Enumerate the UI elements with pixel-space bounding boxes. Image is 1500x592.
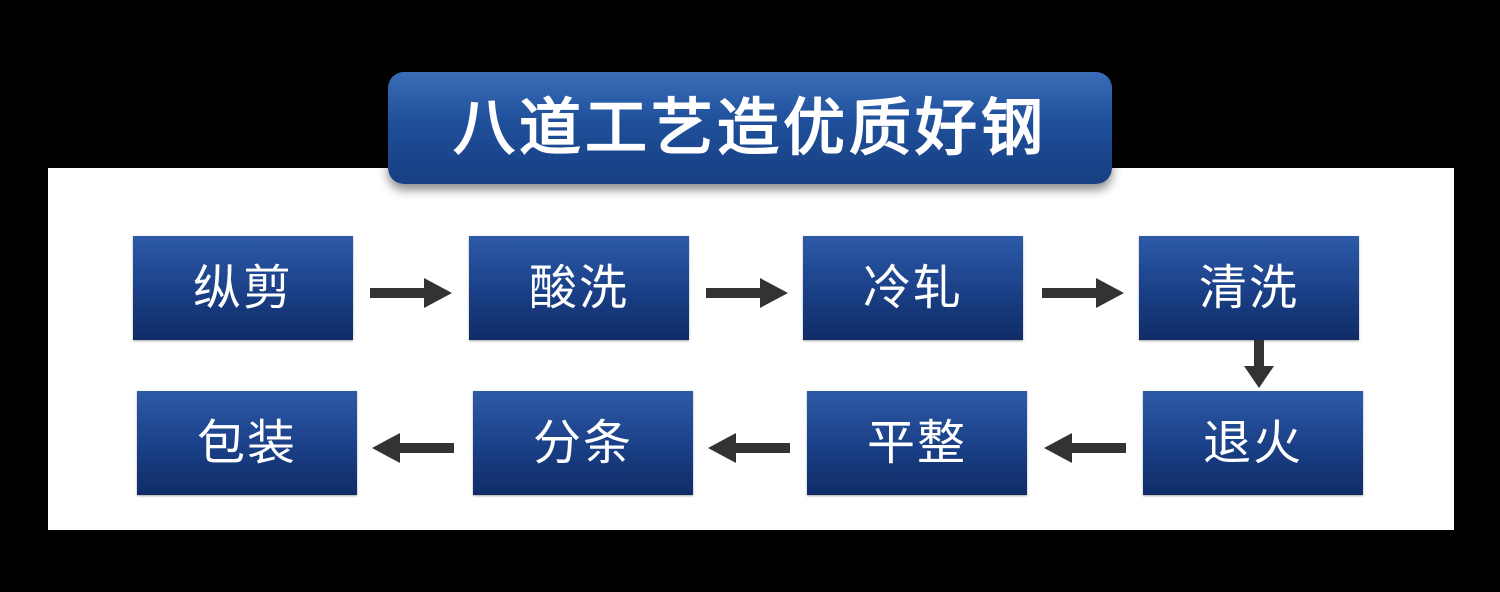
arrow-left-icon (708, 433, 790, 463)
arrow-right-icon (370, 278, 452, 308)
process-step-label: 分条 (532, 415, 633, 471)
process-step-label: 包装 (196, 415, 297, 471)
arrow-right-icon (706, 278, 788, 308)
page-title: 八道工艺造优质好钢 (452, 91, 1047, 164)
process-step-8: 包装 (137, 391, 357, 495)
process-step-label: 纵剪 (192, 260, 293, 316)
arrow-left-icon (1044, 433, 1126, 463)
process-step-label: 酸洗 (528, 260, 629, 316)
process-step-3: 冷轧 (803, 236, 1023, 340)
process-step-label: 冷轧 (862, 260, 963, 316)
title-banner: 八道工艺造优质好钢 (370, 72, 1130, 188)
process-step-6: 平整 (807, 391, 1027, 495)
process-step-2: 酸洗 (469, 236, 689, 340)
process-step-1: 纵剪 (133, 236, 353, 340)
process-step-4: 清洗 (1139, 236, 1359, 340)
process-step-5: 退火 (1143, 391, 1363, 495)
arrow-down-icon (1244, 340, 1274, 388)
process-step-label: 平整 (866, 415, 967, 471)
process-step-7: 分条 (473, 391, 693, 495)
arrow-right-icon (1042, 278, 1124, 308)
arrow-left-icon (372, 433, 454, 463)
process-step-label: 清洗 (1198, 260, 1299, 316)
process-step-label: 退火 (1202, 415, 1303, 471)
